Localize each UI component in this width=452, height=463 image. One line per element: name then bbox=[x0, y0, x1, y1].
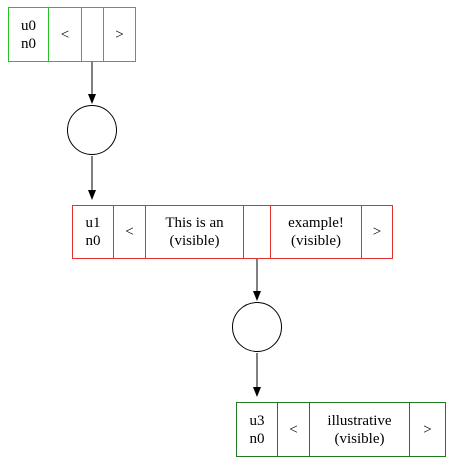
node-u0-right-label: > bbox=[115, 26, 124, 43]
node-u1-segment-2[interactable]: example! (visible) bbox=[270, 206, 361, 258]
node-u3-segment-1-text: illustrative bbox=[327, 412, 392, 429]
junction-node-2[interactable] bbox=[232, 302, 282, 352]
node-u0-n-label: n0 bbox=[21, 35, 36, 52]
node-u0-left-label: < bbox=[60, 26, 70, 43]
node-u0-empty-segment bbox=[81, 8, 103, 61]
node-u1-segment-1-text: This is an bbox=[165, 215, 224, 231]
node-u1-id-cell: u1 n0 bbox=[73, 206, 113, 258]
node-u3-left-label: < bbox=[289, 421, 298, 438]
record-node-u3[interactable]: u3 n0 < illustrative (visible) > bbox=[236, 402, 446, 457]
node-u1-right-label: > bbox=[372, 224, 382, 240]
node-u3-n-label: n0 bbox=[249, 430, 265, 447]
node-u0-id-label: u0 bbox=[21, 17, 36, 34]
node-u1-segment-2-visibility: (visible) bbox=[291, 233, 341, 249]
node-u1-left-port[interactable]: < bbox=[113, 206, 145, 258]
node-u3-id-cell: u3 n0 bbox=[237, 403, 277, 456]
node-u3-segment-1-visibility: (visible) bbox=[334, 430, 385, 447]
node-u0-id-cell: u0 n0 bbox=[9, 8, 48, 61]
node-u1-right-port[interactable]: > bbox=[361, 206, 392, 258]
node-u3-right-label: > bbox=[423, 421, 432, 438]
node-u1-left-label: < bbox=[125, 224, 134, 240]
junction-node-1[interactable] bbox=[67, 105, 117, 155]
record-node-u0[interactable]: u0 n0 < > bbox=[8, 7, 136, 62]
record-node-u1[interactable]: u1 n0 < This is an (visible) example! (v… bbox=[72, 205, 393, 259]
node-u0-right-port[interactable]: > bbox=[103, 8, 135, 61]
node-u3-id-label: u3 bbox=[249, 412, 265, 429]
node-u1-n-label: n0 bbox=[85, 233, 101, 249]
node-u3-right-port[interactable]: > bbox=[409, 403, 445, 456]
node-u1-segment-1-visibility: (visible) bbox=[169, 233, 220, 249]
node-u0-left-port[interactable]: < bbox=[48, 8, 81, 61]
node-u1-segment-2-text: example! bbox=[288, 215, 344, 231]
node-u1-id-label: u1 bbox=[85, 215, 101, 231]
node-u3-segment-1[interactable]: illustrative (visible) bbox=[309, 403, 409, 456]
node-u3-left-port[interactable]: < bbox=[277, 403, 309, 456]
node-u1-empty-segment bbox=[243, 206, 270, 258]
node-u1-segment-1[interactable]: This is an (visible) bbox=[145, 206, 243, 258]
